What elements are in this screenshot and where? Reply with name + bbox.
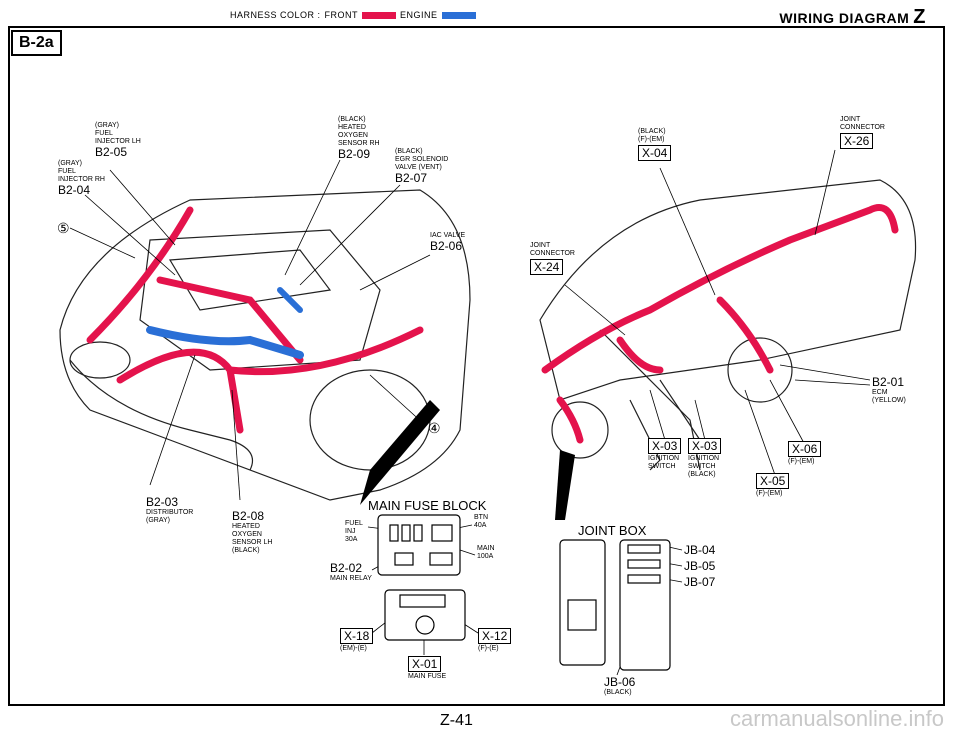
harness-color-label: HARNESS COLOR : <box>230 10 321 20</box>
main-fuse-top <box>399 594 446 608</box>
label-b206: IAC VALVE B2-06 <box>430 232 466 253</box>
label-x03-b: X-03 IGNITION SWITCH (BLACK) <box>688 437 722 479</box>
label-b202: B2-02 MAIN RELAY <box>330 561 372 583</box>
engine-block-outline <box>139 229 381 371</box>
label-jb07: JB-07 <box>684 575 716 589</box>
main-fuse-connector <box>415 615 435 635</box>
fuse-slot-4 <box>431 524 453 542</box>
watermark: carmanualsonline.info <box>729 706 944 731</box>
leader-b203 <box>149 354 196 486</box>
leader-x03b <box>694 399 706 441</box>
leader-b208 <box>231 389 241 501</box>
label-x26: JOINT CONNECTOR X-26 <box>840 116 885 149</box>
label-jb04: JB-04 <box>684 543 716 557</box>
harness-color-legend: HARNESS COLOR : FRONT ENGINE <box>230 10 476 20</box>
diagram-frame <box>8 26 945 706</box>
leader-x06 <box>769 379 806 446</box>
joint-connector-circle <box>551 401 609 459</box>
label-jb06: JB-06 (BLACK) <box>604 675 636 697</box>
leader-b205 <box>109 169 176 246</box>
leader-x24 <box>564 284 626 336</box>
label-x01: X-01 MAIN FUSE <box>408 656 447 680</box>
page-number: Z-41 <box>440 712 473 729</box>
label-b204: (GRAY) FUEL INJECTOR RH B2-04 <box>58 160 105 197</box>
leader-b204 <box>84 194 176 276</box>
front-color-swatch <box>362 11 397 19</box>
label-jb05: JB-05 <box>684 559 716 573</box>
label-x18: X-18 (EM)-(E) <box>340 627 374 653</box>
intake-manifold-outline <box>168 249 332 311</box>
label-x05: X-05 (F)-(EM) <box>756 472 790 498</box>
label-btn: BTN 40A <box>474 514 488 529</box>
callout-4: ④ <box>428 420 441 436</box>
ecm-circle <box>727 337 793 403</box>
label-x04: (BLACK) (F)-(EM) X-04 <box>638 128 672 162</box>
label-main-100a: MAIN 100A <box>477 545 495 560</box>
leader-b201 <box>779 364 871 386</box>
label-fuel-inj: FUEL INJ 30A <box>345 520 363 543</box>
section-badge: B-2a <box>11 30 62 56</box>
joint-box-slot-2 <box>627 559 661 569</box>
relay-slot <box>394 552 414 566</box>
joint-box-slot-1 <box>627 544 661 554</box>
front-harness-dash <box>541 204 899 444</box>
leader-b207 <box>299 184 401 286</box>
label-x03-a: X-03 IGNITION SWITCH <box>648 437 682 471</box>
headlight-outline <box>69 341 131 379</box>
label-b205: (GRAY) FUEL INJECTOR LH B2-05 <box>95 122 141 159</box>
joint-box-right <box>619 539 671 671</box>
front-label: FRONT <box>324 10 359 20</box>
leader-x05 <box>744 389 776 476</box>
left-wheel-outline <box>309 369 431 471</box>
pedal-outline <box>629 379 701 471</box>
callout-5: ⑤ <box>57 220 70 236</box>
fuse-slot-2 <box>401 524 411 542</box>
leader-x26 <box>814 149 836 236</box>
front-bumper-outline <box>69 359 254 471</box>
grommet-pointer-left <box>360 400 440 505</box>
leader-b209 <box>284 159 341 276</box>
engine-harness-left <box>146 326 304 359</box>
engine-harness-short <box>277 287 303 313</box>
leader-c5 <box>69 227 136 259</box>
fuse-block-body <box>377 514 461 576</box>
engine-color-swatch <box>441 11 476 19</box>
dashboard-outline <box>539 179 917 401</box>
fuse-slot-3 <box>413 524 423 542</box>
label-b208: B2-08 HEATED OXYGEN SENSOR LH (BLACK) <box>232 509 273 555</box>
label-b207: (BLACK) EGR SOLENOID VALVE (VENT) B2-07 <box>395 148 449 185</box>
front-harness-left-main <box>86 206 424 434</box>
label-b209: (BLACK) HEATED OXYGEN SENSOR RH B2-09 <box>338 116 380 161</box>
joint-box-title: JOINT BOX <box>578 523 647 538</box>
leader-c4 <box>369 374 426 426</box>
label-x24: JOINT CONNECTOR X-24 <box>530 242 575 275</box>
leader-b206 <box>359 254 431 291</box>
joint-box-slot-3 <box>627 574 661 584</box>
leader-x04 <box>659 167 716 296</box>
fuse-slot-5 <box>429 552 453 566</box>
label-b203: B2-03 DISTRIBUTOR (GRAY) <box>146 495 194 525</box>
leader-x03a <box>649 389 666 441</box>
label-b201: B2-01 ECM (YELLOW) <box>872 375 906 405</box>
grommet-pointer-right <box>555 450 575 520</box>
joint-box-grid <box>567 599 597 631</box>
engine-label: ENGINE <box>400 10 438 20</box>
car-body-outline <box>59 189 471 501</box>
fuse-slot-1 <box>389 524 399 542</box>
main-fuse-block-title: MAIN FUSE BLOCK <box>368 498 487 513</box>
label-x06: X-06 (F)-(EM) <box>788 440 822 466</box>
label-x12: X-12 (F)-(E) <box>478 627 512 653</box>
